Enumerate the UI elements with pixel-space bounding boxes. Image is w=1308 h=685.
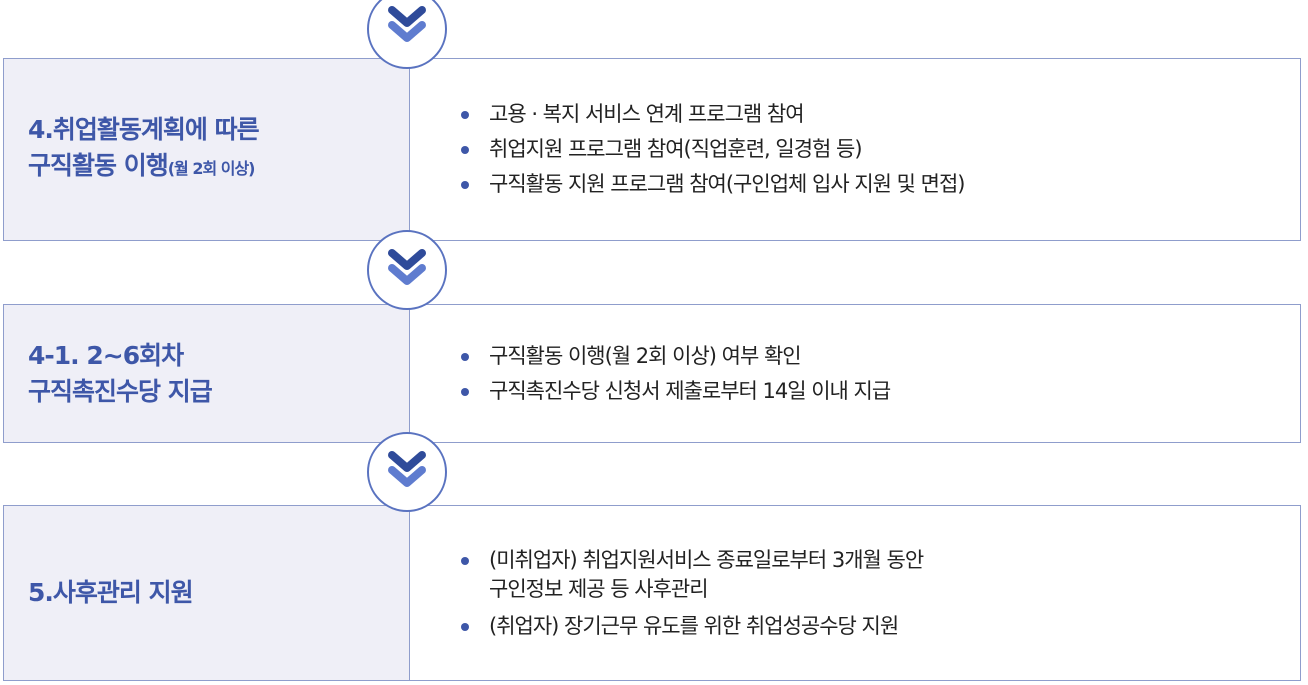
step-job-search-activity: 4.취업활동계획에 따른 구직활동 이행(월 2회 이상) 고용 · 복지 서비… xyxy=(3,58,1301,241)
list-item: 취업지원 프로그램 참여(직업훈련, 일경험 등) xyxy=(457,135,1300,164)
list-item-text: 고용 · 복지 서비스 연계 프로그램 참여 xyxy=(489,102,805,126)
list-item: 구직활동 이행(월 2회 이상) 여부 확인 xyxy=(457,342,1300,371)
double-chevron-down-icon xyxy=(367,230,447,310)
bullet-dot-icon xyxy=(461,622,469,631)
step-bullet-list: 고용 · 복지 서비스 연계 프로그램 참여 취업지원 프로그램 참여(직업훈련… xyxy=(410,59,1300,240)
double-chevron-down-icon xyxy=(367,0,447,69)
bullet-dot-icon xyxy=(461,352,469,361)
list-item-text: 취업지원 프로그램 참여(직업훈련, 일경험 등) xyxy=(489,137,863,161)
bullet-dot-icon xyxy=(461,387,469,396)
step-title-main: 구직활동 이행 xyxy=(28,151,169,180)
bullet-dot-icon xyxy=(461,556,469,565)
step-title-sub: (월 2회 이상) xyxy=(167,159,256,178)
step-job-seeking-allowance: 4-1. 2~6회차 구직촉진수당 지급 구직활동 이행(월 2회 이상) 여부… xyxy=(3,304,1301,443)
step-bullet-list: 구직활동 이행(월 2회 이상) 여부 확인 구직촉진수당 신청서 제출로부터 … xyxy=(410,305,1300,442)
bullet-dot-icon xyxy=(461,146,469,154)
list-item-text-line: (미취업자) 취업지원서비스 종료일로부터 3개월 동안 xyxy=(489,547,924,572)
step-title-line: 4-1. 2~6회차 xyxy=(28,340,184,370)
list-item-text-line: 구인정보 제공 등 사후관리 xyxy=(489,576,709,601)
list-item-text: 구직활동 지원 프로그램 참여(구인업체 입사 지원 및 면접) xyxy=(489,172,965,196)
step-title-line: 구직활동 이행(월 2회 이상) xyxy=(28,148,409,187)
double-chevron-down-icon xyxy=(367,432,447,512)
step-title-panel: 5.사후관리 지원 xyxy=(4,506,410,680)
step-title-line: 5.사후관리 지원 xyxy=(28,578,194,607)
list-item: 구직촉진수당 신청서 제출로부터 14일 이내 지급 xyxy=(457,377,1300,406)
list-item-text: 구직촉진수당 신청서 제출로부터 14일 이내 지급 xyxy=(489,378,891,403)
list-item: 고용 · 복지 서비스 연계 프로그램 참여 xyxy=(457,100,1300,129)
list-item-text: 구직활동 이행(월 2회 이상) 여부 확인 xyxy=(489,343,802,368)
list-item-text: (취업자) 장기근무 유도를 위한 취업성공수당 지원 xyxy=(489,613,899,638)
step-title-panel: 4-1. 2~6회차 구직촉진수당 지급 xyxy=(4,305,410,442)
bullet-dot-icon xyxy=(461,111,469,119)
step-title-panel: 4.취업활동계획에 따른 구직활동 이행(월 2회 이상) xyxy=(4,59,410,240)
bullet-dot-icon xyxy=(461,181,469,189)
step-title-line: 4.취업활동계획에 따른 xyxy=(28,115,260,144)
list-item: (취업자) 장기근무 유도를 위한 취업성공수당 지원 xyxy=(457,612,1300,641)
list-item: 구직활동 지원 프로그램 참여(구인업체 입사 지원 및 면접) xyxy=(457,170,1300,199)
step-title-line: 구직촉진수당 지급 xyxy=(28,376,213,406)
